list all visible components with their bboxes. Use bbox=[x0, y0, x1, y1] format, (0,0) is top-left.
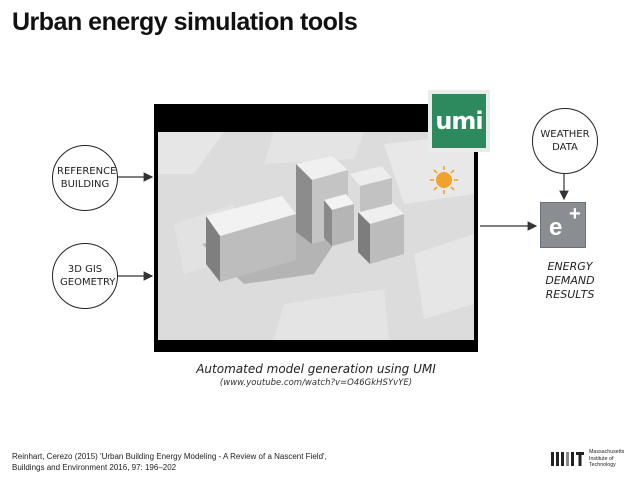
mit-line-3: Technology bbox=[589, 462, 616, 469]
umi-logo-text: umi bbox=[435, 107, 483, 135]
gis-geometry-label: 3D GIS GEOMETRY bbox=[60, 264, 116, 288]
video-caption: Automated model generation using UMI bbox=[196, 362, 436, 376]
slide-title: Urban energy simulation tools bbox=[12, 8, 358, 36]
energy-line-3: RESULTS bbox=[545, 288, 595, 301]
citation-line-2: Buildings and Environment 2016, 97: 196–… bbox=[12, 463, 177, 472]
gis-geometry-node: 3D GIS GEOMETRY bbox=[52, 243, 118, 309]
mit-line-2: Institute of bbox=[589, 455, 614, 462]
mit-line-1: Massachusetts bbox=[589, 449, 625, 455]
mit-institute-name: Massachusetts Institute of Technology bbox=[589, 449, 624, 469]
umi-logo: umi bbox=[428, 90, 490, 152]
weather-data-node: WEATHER DATA bbox=[532, 108, 598, 174]
citation-line-1: Reinhart, Cerezo (2015) 'Urban Building … bbox=[12, 452, 327, 461]
energyplus-plus: + bbox=[569, 203, 581, 225]
mit-logo: Massachusetts Institute of Technology bbox=[551, 449, 631, 471]
sun-icon bbox=[430, 166, 458, 194]
energy-line-2: DEMAND bbox=[545, 274, 595, 287]
energy-demand-results: ENERGY DEMAND RESULTS bbox=[530, 260, 610, 302]
energy-line-1: ENERGY bbox=[547, 260, 593, 273]
reference-building-node: REFERENCE BUILDING bbox=[52, 145, 118, 211]
energyplus-e: e bbox=[549, 214, 563, 241]
video-url[interactable]: (www.youtube.com/watch?v=O46GkHSYvYE) bbox=[219, 378, 413, 388]
citation: Reinhart, Cerezo (2015) 'Urban Building … bbox=[12, 451, 327, 473]
mit-logo-mark bbox=[551, 452, 584, 466]
umi-video-frame[interactable] bbox=[154, 104, 478, 352]
urban-model-render bbox=[154, 104, 478, 352]
reference-building-label: REFERENCE BUILDING bbox=[57, 166, 117, 190]
energyplus-logo: e + bbox=[540, 202, 586, 248]
weather-data-label: WEATHER DATA bbox=[540, 129, 590, 153]
